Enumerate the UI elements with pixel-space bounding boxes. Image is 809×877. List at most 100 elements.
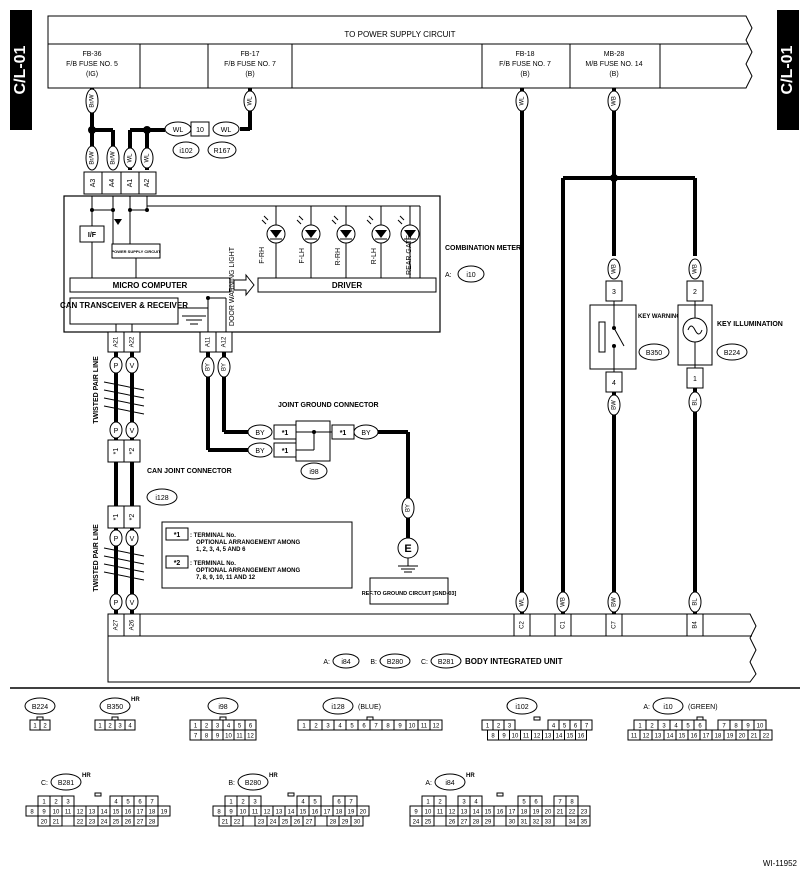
power-supply-circuit-label: POWER SUPPLY CIRCUIT	[111, 249, 161, 254]
pin-number: 9	[216, 734, 220, 740]
svg-text:C1: C1	[561, 621, 567, 629]
pin-number: 7	[349, 800, 353, 806]
svg-text:C:: C:	[421, 659, 428, 666]
connector-id: i98	[218, 704, 227, 711]
pin-number: 21	[751, 734, 758, 740]
pin-cell	[157, 805, 171, 817]
connector-id: B224	[724, 350, 740, 357]
pin-number: 15	[300, 810, 307, 816]
pin-number: 17	[703, 734, 710, 740]
svg-text:V: V	[130, 600, 135, 607]
pin-number: 8	[205, 734, 209, 740]
pin-number: 5	[686, 724, 690, 730]
pin-number: 22	[569, 810, 576, 816]
svg-text:WB: WB	[561, 597, 567, 607]
pin-number: 10	[409, 724, 416, 730]
svg-text:V: V	[130, 428, 135, 435]
pin-cell	[230, 815, 244, 827]
svg-text:C7: C7	[612, 621, 618, 629]
svg-text:E: E	[404, 543, 411, 555]
svg-text:BY: BY	[255, 430, 265, 437]
pin-number: 11	[65, 810, 72, 816]
connector-prefix: B:	[228, 780, 235, 787]
pin-number: 27	[137, 820, 144, 826]
pin-number: 2	[497, 724, 501, 730]
biu-wire-labels: WL WB BW BL	[515, 591, 702, 613]
pin-number: 6	[249, 724, 253, 730]
pin-number: 34	[569, 820, 576, 826]
connector-id: B224	[32, 704, 48, 711]
pin-number: 29	[342, 820, 349, 826]
pin-number: 27	[306, 820, 313, 826]
fuse-name: FB-17	[240, 51, 259, 58]
connector-prefix: A:	[445, 272, 452, 279]
side-tab-left: C/L-01	[10, 10, 32, 130]
pin-number: 16	[312, 810, 319, 816]
pin-number: 20	[545, 810, 552, 816]
pin-number: 5	[238, 724, 242, 730]
pin-number: 14	[288, 810, 295, 816]
pin-number: 1	[486, 724, 490, 730]
pin-number: 1	[33, 724, 37, 730]
pin-number: 9	[229, 810, 233, 816]
terminal-legend: *1 : TERMINAL No. OPTIONAL ARRANGEMENT A…	[161, 521, 353, 589]
svg-text:BY: BY	[222, 363, 228, 371]
svg-text:REAR GATE: REAR GATE	[406, 235, 413, 275]
twisted-pair-label: TWISTED PAIR LINE	[93, 356, 100, 424]
svg-text:P: P	[114, 600, 119, 607]
svg-text:F-LH: F-LH	[299, 248, 306, 264]
pin-number: 13	[89, 810, 96, 816]
svg-text:R-RH: R-RH	[335, 248, 342, 266]
pin-number: 1	[229, 800, 233, 806]
svg-text:BY: BY	[206, 363, 212, 371]
pin-number: 8	[570, 800, 574, 806]
pin-number: 9	[502, 734, 506, 740]
ground-symbol: E REF.TO GROUND CIRCUIT [GND-03]	[362, 537, 456, 605]
pin-number: 7	[722, 724, 726, 730]
key-warning-switch: WB 3 4 BW KEY WARNING SWITCH B350	[589, 258, 706, 620]
pin-number: 20	[41, 820, 48, 826]
pin-number: 18	[149, 810, 156, 816]
pin-number: 12	[534, 734, 541, 740]
fuse-desc: F/B FUSE NO. 5	[66, 61, 118, 68]
led-f-rh: F-RH	[259, 206, 286, 278]
pin-number: 8	[30, 810, 34, 816]
svg-text:A2: A2	[144, 179, 151, 188]
pin-number: 13	[655, 734, 662, 740]
svg-text:A27: A27	[114, 619, 120, 630]
pin-number: 18	[521, 810, 528, 816]
power-supply-title: TO POWER SUPPLY CIRCUIT	[344, 30, 455, 39]
svg-text:JOINT GROUND CONNECTOR: JOINT GROUND CONNECTOR	[278, 402, 379, 409]
side-tab-right: C/L-01	[777, 10, 799, 130]
meter-bottom-pins: A21 A22 A11 A12	[107, 331, 233, 353]
svg-text:BW: BW	[612, 597, 618, 607]
svg-text:A21: A21	[114, 336, 120, 347]
pin-number: 22	[763, 734, 770, 740]
body-integrated-unit: A27 A26 C2 C1 C7 B4 A: i84 B: B280 C: B2…	[107, 613, 757, 683]
pin-number: 12	[643, 734, 650, 740]
harness-tag: HR	[269, 773, 278, 779]
svg-text:*1: *1	[113, 514, 120, 521]
svg-text:B4: B4	[693, 621, 699, 629]
pin-number: 12	[449, 810, 456, 816]
fuse-mode: (B)	[609, 71, 618, 78]
pin-number: 23	[581, 810, 588, 816]
pin-number: 7	[585, 724, 589, 730]
connector-id: B350	[646, 350, 662, 357]
connector-id: B280	[245, 780, 261, 787]
pin-number: 9	[42, 810, 46, 816]
key-warning-label: KEY WARNING SWITCH	[638, 314, 706, 320]
connector-prefix: A:	[425, 780, 432, 787]
pin-number: 2	[314, 724, 318, 730]
pin-number: 8	[491, 734, 495, 740]
pin-number: 14	[556, 734, 563, 740]
pin-number: 10	[53, 810, 60, 816]
svg-text:BL: BL	[693, 398, 699, 406]
pin-number: 14	[473, 810, 480, 816]
connector-note: (BLUE)	[358, 704, 381, 711]
pin-cell	[39, 719, 51, 731]
